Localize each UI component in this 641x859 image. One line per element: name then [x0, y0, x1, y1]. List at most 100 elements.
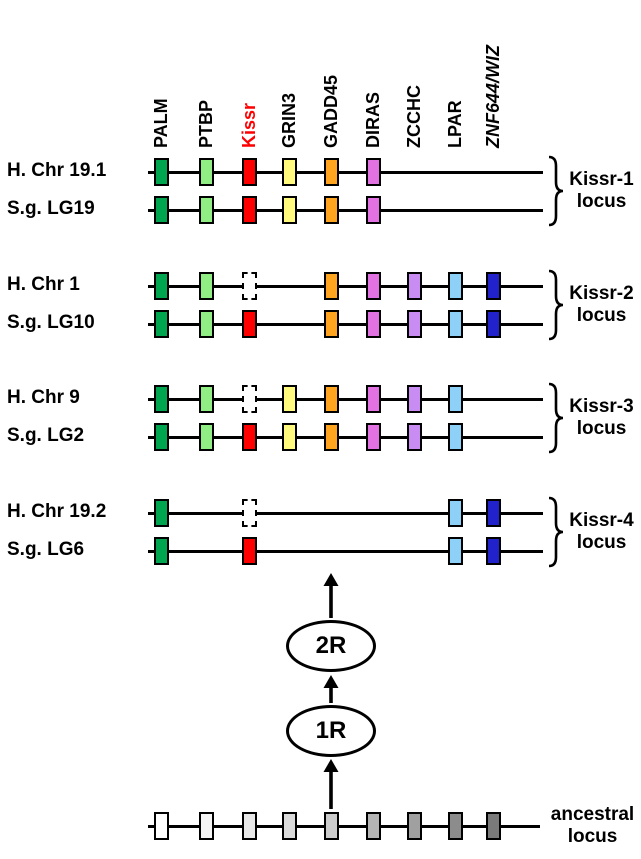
gene-box-diras — [365, 158, 381, 186]
wgd-1r-ellipse: 1R — [286, 705, 376, 757]
gene-box-palm — [153, 537, 169, 565]
gene-box-palm — [153, 499, 169, 527]
gene-box-kissr — [241, 158, 257, 186]
gene-box-ptbp — [198, 272, 214, 300]
gene-box-grin3 — [281, 423, 297, 451]
duplication-arrow-head — [323, 759, 339, 772]
gene-box-grin3 — [281, 158, 297, 186]
locus-sub-label: locus — [576, 418, 627, 439]
gene-column-header-kissr: Kissr — [239, 102, 259, 148]
ancestral-gene-box — [153, 812, 169, 840]
gene-box-kissr — [241, 423, 257, 451]
chromosome-line-h-chr-19-1 — [148, 170, 543, 174]
gene-box-kissr-lost — [241, 499, 257, 527]
duplication-arrow-head — [323, 675, 339, 688]
chromosome-label-h-chr-1: H. Chr 1 — [7, 274, 80, 295]
chromosome-line-s-g-lg10 — [148, 322, 543, 326]
gene-box-diras — [365, 272, 381, 300]
wgd-2r-label: 2R — [315, 632, 347, 659]
gene-box-diras — [365, 385, 381, 413]
gene-box-ptbp — [198, 310, 214, 338]
gene-box-znf644-wiz — [485, 499, 501, 527]
ancestral-gene-box — [281, 812, 297, 840]
locus-name: Kissr-2 — [569, 283, 634, 304]
gene-box-gadd45 — [323, 158, 339, 186]
gene-box-palm — [153, 385, 169, 413]
ancestral-gene-box — [241, 812, 257, 840]
gene-box-lpar — [447, 499, 463, 527]
gene-box-zcchc — [406, 423, 422, 451]
gene-box-ptbp — [198, 158, 214, 186]
ancestral-locus-label-line1: ancestral — [550, 804, 635, 825]
gene-column-header-zcchc: ZCCHC — [404, 85, 424, 148]
locus-brace — [548, 269, 564, 341]
gene-box-palm — [153, 196, 169, 224]
chromosome-label-h-chr-19-2: H. Chr 19.2 — [7, 501, 107, 522]
gene-box-znf644-wiz — [485, 310, 501, 338]
gene-box-lpar — [447, 385, 463, 413]
gene-box-gadd45 — [323, 423, 339, 451]
ancestral-chromosome-line — [148, 824, 540, 828]
chromosome-line-h-chr-9 — [148, 397, 543, 401]
locus-sub-label: locus — [576, 532, 627, 553]
gene-box-ptbp — [198, 196, 214, 224]
gene-box-zcchc — [406, 310, 422, 338]
gene-box-palm — [153, 272, 169, 300]
gene-box-kissr — [241, 310, 257, 338]
ancestral-gene-box — [447, 812, 463, 840]
chromosome-line-s-g-lg6 — [148, 549, 543, 553]
gene-box-kissr — [241, 537, 257, 565]
gene-column-header-gadd45: GADD45 — [321, 74, 341, 148]
gene-box-ptbp — [198, 423, 214, 451]
ancestral-gene-box — [485, 812, 501, 840]
gene-box-lpar — [447, 272, 463, 300]
chromosome-line-s-g-lg2 — [148, 435, 543, 439]
gene-box-grin3 — [281, 385, 297, 413]
locus-sub-label: locus — [576, 191, 627, 212]
gene-box-ptbp — [198, 385, 214, 413]
chromosome-line-h-chr-1 — [148, 284, 543, 288]
gene-column-header-ptbp: PTBP — [196, 99, 216, 148]
wgd-2r-ellipse: 2R — [286, 620, 376, 672]
chromosome-label-h-chr-19-1: H. Chr 19.1 — [7, 160, 107, 181]
gene-box-znf644-wiz — [485, 272, 501, 300]
locus-sub-label: locus — [576, 305, 627, 326]
gene-column-header-palm: PALM — [151, 98, 171, 148]
locus-name: Kissr-1 — [569, 169, 634, 190]
gene-box-gadd45 — [323, 272, 339, 300]
ancestral-gene-box — [198, 812, 214, 840]
chromosome-line-s-g-lg19 — [148, 208, 543, 212]
gene-column-header-grin3: GRIN3 — [279, 92, 299, 148]
gene-box-palm — [153, 423, 169, 451]
gene-box-znf644-wiz — [485, 537, 501, 565]
duplication-arrow-head — [323, 573, 339, 586]
gene-box-gadd45 — [323, 196, 339, 224]
ancestral-locus-label-line2: locus — [567, 826, 618, 847]
gene-box-diras — [365, 310, 381, 338]
gene-box-kissr-lost — [241, 272, 257, 300]
gene-box-lpar — [447, 423, 463, 451]
chromosome-label-s-g-lg6: S.g. LG6 — [7, 539, 85, 560]
gene-box-lpar — [447, 310, 463, 338]
gene-column-header-lpar: LPAR — [445, 100, 465, 148]
chromosome-label-h-chr-9: H. Chr 9 — [7, 387, 80, 408]
gene-box-gadd45 — [323, 310, 339, 338]
gene-box-diras — [365, 423, 381, 451]
gene-box-grin3 — [281, 196, 297, 224]
locus-brace — [548, 382, 564, 454]
gene-column-header-diras: DIRAS — [363, 91, 383, 148]
gene-box-palm — [153, 310, 169, 338]
ancestral-gene-box — [406, 812, 422, 840]
ancestral-locus-label: ancestral locus — [544, 804, 641, 848]
gene-box-zcchc — [406, 385, 422, 413]
locus-brace — [548, 155, 564, 227]
wgd-1r-label: 1R — [315, 717, 347, 744]
gene-box-palm — [153, 158, 169, 186]
locus-name: Kissr-4 — [569, 510, 634, 531]
chromosome-label-s-g-lg19: S.g. LG19 — [7, 198, 95, 219]
